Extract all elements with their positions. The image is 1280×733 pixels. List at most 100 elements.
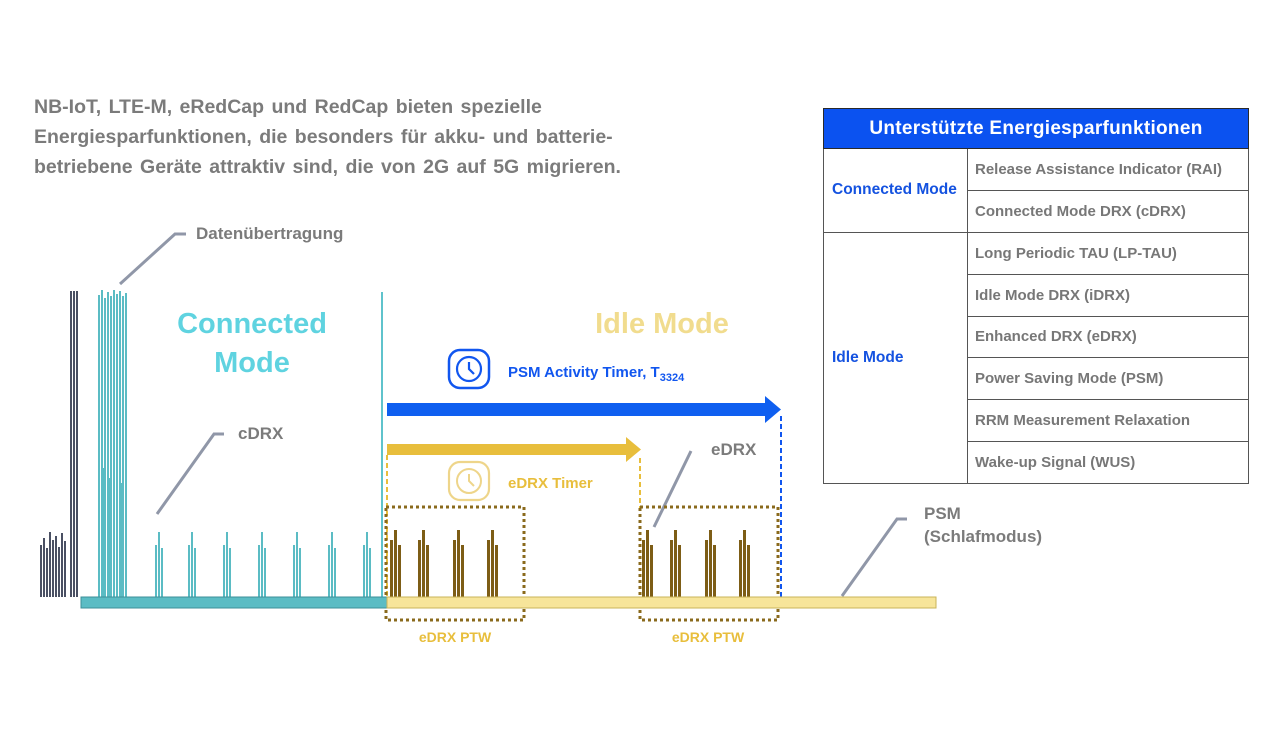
data-pulse xyxy=(55,536,57,597)
cdrx-label: cDRX xyxy=(238,424,284,443)
edrx-pulse xyxy=(453,540,456,597)
psm-timer-arrow-head xyxy=(765,396,781,423)
table-title: Unterstützte Energiesparfunktionen xyxy=(823,108,1249,149)
intro-line: NB-IoT, LTE-M, eRedCap und RedCap bieten… xyxy=(34,96,542,118)
data-transfer-label: Datenübertragung xyxy=(196,224,343,243)
intro-text: NB-IoT, LTE-M, eRedCap und RedCap bieten… xyxy=(34,92,734,182)
cdrx-pulse xyxy=(299,548,301,597)
edrx-pulse xyxy=(394,530,397,597)
idle-mode-label: Idle Mode xyxy=(595,308,729,340)
feature-idrx: Idle Mode DRX (iDRX) xyxy=(967,273,1249,317)
data-transfer-pulse xyxy=(116,294,118,597)
data-pulse xyxy=(73,291,75,597)
feature-rai: Release Assistance Indicator (RAI) xyxy=(967,148,1249,191)
psm-label-line1: PSM xyxy=(924,504,961,523)
intro-line: Energiesparfunktionen, die besonders für… xyxy=(34,126,613,148)
edrx-pulse xyxy=(398,545,401,597)
table-row: Enhanced DRX (eDRX) xyxy=(824,315,1249,359)
cdrx-pulse xyxy=(264,548,266,597)
cdrx-pulse xyxy=(261,532,263,597)
data-pulse xyxy=(43,538,45,597)
cdrx-pulse xyxy=(155,545,157,597)
edrx-ptw-label: eDRX PTW xyxy=(672,629,745,645)
edrx-pulse xyxy=(461,545,464,597)
data-transfer-pulse xyxy=(109,478,111,597)
group-connected-mode: Connected Mode xyxy=(823,148,968,233)
data-transfer-pulse xyxy=(104,298,106,597)
data-pulse xyxy=(49,532,51,597)
edrx-pulse xyxy=(457,530,460,597)
clock-icon xyxy=(447,348,491,390)
connected-mode-label-line2: Mode xyxy=(214,347,290,379)
edrx-timer-arrow-head xyxy=(626,437,641,462)
psm-timer-arrow-shaft xyxy=(387,403,765,416)
feature-wus: Wake-up Signal (WUS) xyxy=(967,441,1249,484)
edrx-ptw-box xyxy=(638,505,780,622)
clock-icon xyxy=(447,460,491,502)
cdrx-pulse xyxy=(293,545,295,597)
edrx-timer-label: eDRX Timer xyxy=(508,475,593,492)
table-row: Idle Mode DRX (iDRX) xyxy=(824,273,1249,317)
table-row: Connected Mode DRX (cDRX) xyxy=(824,189,1249,233)
data-pulse xyxy=(61,533,63,597)
data-transfer-pulse xyxy=(116,470,118,597)
psm-activity-timer-label: PSM Activity Timer, T3324 xyxy=(508,364,685,384)
edrx-callout-line xyxy=(652,450,693,528)
data-transfer-pulse xyxy=(110,296,112,597)
data-transfer-pulse xyxy=(98,295,100,597)
idle-timeline-bar xyxy=(386,596,937,609)
cdrx-pulse xyxy=(194,548,196,597)
table-row: Wake-up Signal (WUS) xyxy=(824,441,1249,484)
edrx-label: eDRX xyxy=(711,440,757,459)
signal-pulses xyxy=(40,290,750,597)
edrx-pulse xyxy=(674,530,677,597)
cdrx-pulse xyxy=(366,532,368,597)
cdrx-pulse xyxy=(296,532,298,597)
data-pulse xyxy=(76,291,78,597)
edrx-pulse xyxy=(491,530,494,597)
data-pulse xyxy=(46,548,48,597)
cdrx-pulse xyxy=(369,548,371,597)
cdrx-pulse xyxy=(328,545,330,597)
feature-cdrx: Connected Mode DRX (cDRX) xyxy=(967,189,1249,233)
edrx-ptw-label: eDRX PTW xyxy=(419,629,492,645)
data-transfer-pulse xyxy=(101,290,103,597)
edrx-pulse xyxy=(743,530,746,597)
edrx-pulse xyxy=(495,545,498,597)
data-pulse xyxy=(70,291,72,597)
data-transfer-pulse xyxy=(119,291,121,597)
feature-edrx: Enhanced DRX (eDRX) xyxy=(967,315,1249,359)
cdrx-pulse xyxy=(331,532,333,597)
data-transfer-pulse xyxy=(122,296,124,597)
cdrx-pulse xyxy=(188,545,190,597)
data-transfer-callout-line xyxy=(118,232,186,286)
edrx-pulse xyxy=(418,540,421,597)
intro-line: betriebene Geräte attraktiv sind, die vo… xyxy=(34,156,621,178)
edrx-pulse xyxy=(705,540,708,597)
table-row: RRM Measurement Relaxation xyxy=(824,399,1249,443)
cdrx-pulse xyxy=(258,545,260,597)
table-row: Idle Mode Long Periodic TAU (LP-TAU) xyxy=(823,231,1249,485)
data-transfer-pulse xyxy=(113,290,115,597)
data-transfer-pulse xyxy=(107,292,109,597)
cdrx-pulse xyxy=(226,532,228,597)
psm-callout-line xyxy=(840,517,907,597)
group-idle-mode: Idle Mode xyxy=(823,231,968,485)
data-pulse xyxy=(58,547,60,597)
psm-label-line2: (Schlafmodus) xyxy=(924,527,1042,546)
feature-psm: Power Saving Mode (PSM) xyxy=(967,357,1249,401)
edrx-pulse xyxy=(709,530,712,597)
edrx-pulse xyxy=(670,540,673,597)
data-pulse xyxy=(52,540,54,597)
edrx-timer-arrow-shaft xyxy=(387,444,626,455)
edrx-pulse xyxy=(642,540,645,597)
cdrx-pulse xyxy=(223,545,225,597)
cdrx-pulse xyxy=(158,532,160,597)
edrx-ptw-box xyxy=(384,505,526,622)
data-pulse xyxy=(40,545,42,597)
feature-rrm-relaxation: RRM Measurement Relaxation xyxy=(967,399,1249,443)
edrx-pulse xyxy=(678,545,681,597)
edrx-pulse xyxy=(422,530,425,597)
cdrx-pulse xyxy=(161,548,163,597)
